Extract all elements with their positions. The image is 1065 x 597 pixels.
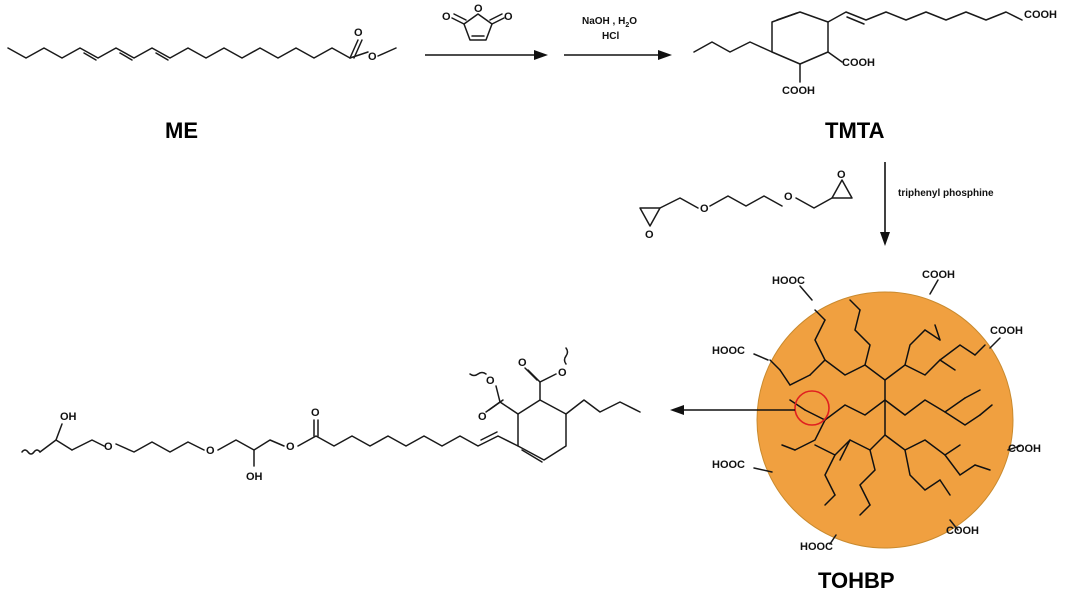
arrow-zoom: [670, 405, 795, 415]
ether-oxygen-1: O: [700, 203, 709, 215]
repeat-carbonyl-oxygen-3: O: [518, 357, 527, 369]
condition-triphenyl-phosphine: triphenyl phosphine: [898, 188, 994, 199]
anhydride-oxygen-right: O: [504, 11, 513, 23]
repeat-ester-oxygen-3: O: [558, 367, 567, 379]
tohbp-hooc-3: HOOC: [712, 459, 745, 471]
arrow-step1: [425, 50, 548, 60]
tmta-cooh-chain: COOH: [1024, 9, 1057, 21]
repeat-unit-structure: OH O O OH O O O O O O: [21, 347, 641, 483]
condition-naoh-h2o: NaOH , H2O: [582, 16, 637, 29]
tohbp-cooh-2: COOH: [990, 325, 1023, 337]
condition-hcl: HCl: [602, 31, 619, 42]
anhydride-ring-oxygen: O: [474, 3, 483, 15]
highlight-circle: [794, 390, 830, 426]
tohbp-hooc-1: HOOC: [772, 275, 805, 287]
me-ester-oxygen: O: [368, 51, 377, 63]
tohbp-particle: HOOC COOH COOH HOOC COOH HOOC COOH HOOC: [712, 269, 1041, 553]
tohbp-hooc-2: HOOC: [712, 345, 745, 357]
epoxide-oxygen-right: O: [837, 169, 846, 181]
diglycidyl-ether: O O O O: [639, 169, 853, 241]
tmta-molecule: COOH COOH COOH: [693, 9, 1057, 97]
tmta-cooh-ring-1: COOH: [842, 57, 875, 69]
label-me: ME: [165, 118, 198, 143]
tohbp-hooc-4: HOOC: [800, 541, 833, 553]
tohbp-cooh-3: COOH: [1008, 443, 1041, 455]
me-molecule: O O: [7, 27, 397, 63]
label-tmta: TMTA: [825, 118, 885, 143]
arrow-step2: [564, 50, 672, 60]
label-tohbp: TOHBP: [818, 568, 895, 593]
repeat-ester-oxygen-2: O: [486, 375, 495, 387]
repeat-carbonyl-oxygen-1: O: [311, 407, 320, 419]
me-carbonyl-oxygen: O: [354, 27, 363, 39]
tohbp-cooh-1: COOH: [922, 269, 955, 281]
maleic-anhydride: O O O: [442, 3, 513, 41]
repeat-ether-oxygen-2: O: [206, 445, 215, 457]
tohbp-cooh-4: COOH: [946, 525, 979, 537]
epoxide-oxygen-left: O: [645, 229, 654, 241]
repeat-ester-oxygen-1: O: [286, 441, 295, 453]
repeat-oh-2: OH: [246, 471, 263, 483]
anhydride-oxygen-left: O: [442, 11, 451, 23]
repeat-ether-oxygen-1: O: [104, 441, 113, 453]
repeat-oh-1: OH: [60, 411, 77, 423]
repeat-carbonyl-oxygen-2: O: [478, 411, 487, 423]
arrow-step3: [880, 162, 890, 246]
dendritic-branches: [769, 299, 993, 516]
tmta-cooh-ring-2: COOH: [782, 85, 815, 97]
ether-oxygen-2: O: [784, 191, 793, 203]
